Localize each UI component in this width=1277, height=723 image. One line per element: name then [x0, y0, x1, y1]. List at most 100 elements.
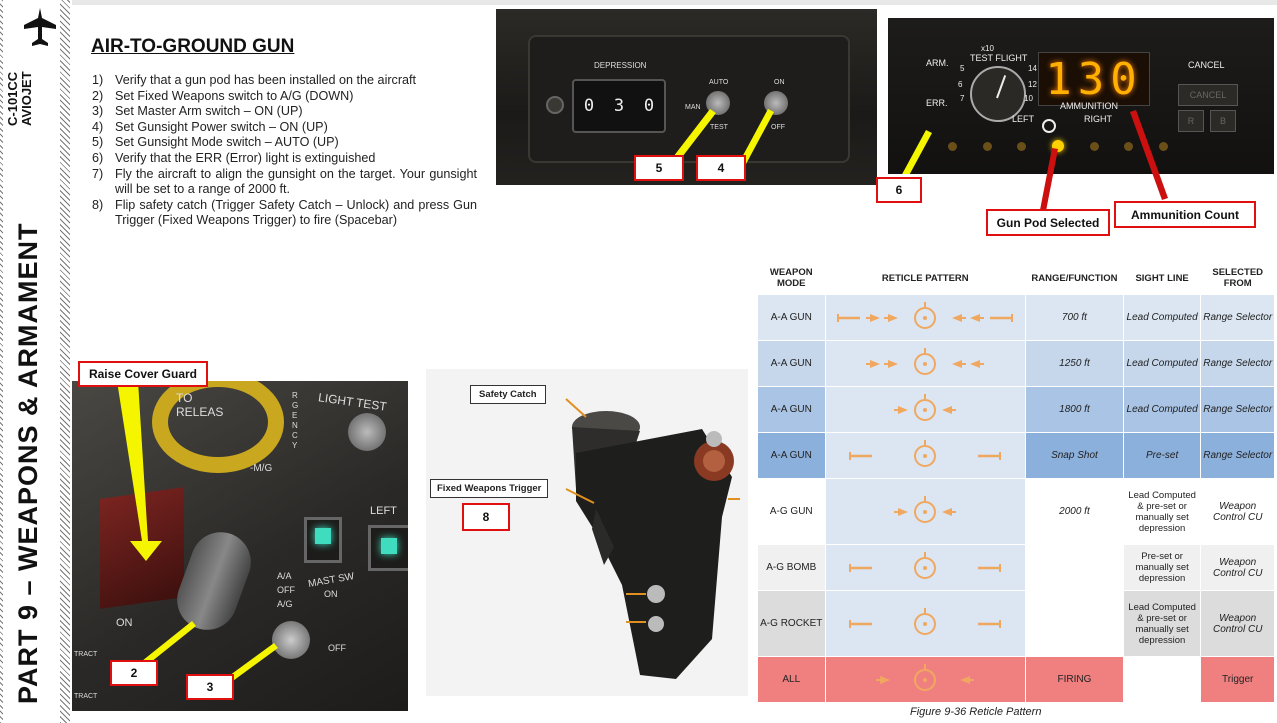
- depression-label: DEPRESSION: [594, 61, 647, 70]
- reticle-cell: [824, 340, 1027, 387]
- right-label: RIGHT: [1084, 114, 1112, 124]
- reticle-pattern-icon: [849, 552, 1002, 579]
- reticle-cell: [824, 656, 1027, 703]
- step-item: 7) Fly the aircraft to align the gunsight…: [92, 167, 477, 198]
- step-item: 4) Set Gunsight Power switch – ON (UP): [92, 120, 477, 136]
- reticle-cell: [824, 590, 1027, 657]
- selected-from-cell: Range Selector: [1200, 294, 1275, 341]
- reticle-pattern-icon: [849, 440, 1002, 467]
- top-strip: [72, 0, 1277, 5]
- table-header-row: WEAPON MODE RETICLE PATTERN RANGE/FUNCTI…: [757, 261, 1275, 295]
- dial-number: 6: [958, 80, 963, 89]
- station-led: [1089, 141, 1099, 151]
- reticle-pattern-icon: [837, 302, 1014, 329]
- step-text: Verify that the ERR (Error) light is ext…: [115, 150, 376, 165]
- page-title: AIR-TO-GROUND GUN: [91, 36, 295, 57]
- selected-from-cell: Range Selector: [1200, 432, 1275, 479]
- sight-line-cell: Pre-set: [1122, 432, 1202, 479]
- control-stick-drawing: [565, 398, 740, 679]
- step-text: Set Gunsight Power switch – ON (UP): [115, 119, 328, 134]
- weapon-mode-cell: A-G GUN: [757, 478, 826, 545]
- dial-number: 10: [1024, 94, 1033, 103]
- callout-2: 2: [110, 660, 158, 686]
- step-number: 2): [92, 88, 104, 103]
- step-text: Flip safety catch (Trigger Safety Catch …: [115, 197, 477, 228]
- r-button[interactable]: R: [1178, 110, 1204, 132]
- sight-line-cell: Lead Computed: [1122, 386, 1202, 433]
- reticle-pattern-icon: [866, 348, 985, 375]
- reticle-cell: [824, 478, 1027, 545]
- callout-5: 5: [634, 155, 684, 181]
- dial-number: 5: [960, 64, 965, 73]
- selected-from-cell: Weapon Control CU: [1200, 478, 1275, 545]
- header-weapon-mode: WEAPON MODE: [757, 261, 826, 295]
- weapon-mode-cell: A-A GUN: [757, 386, 826, 433]
- step-text: Verify that a gun pod has been installed…: [115, 73, 417, 87]
- selected-from-cell: Range Selector: [1200, 386, 1275, 433]
- b-button[interactable]: B: [1210, 110, 1236, 132]
- master-arm-switch[interactable]: [272, 621, 310, 659]
- section-title: PART 9 – WEAPONS & ARMAMENT: [13, 222, 43, 704]
- reticle-pattern-icon: [894, 496, 957, 523]
- cancel-button[interactable]: CANCEL: [1178, 84, 1238, 106]
- reticle-pattern-icon: [849, 608, 1002, 635]
- range-function-cell: 1250 ft: [1025, 340, 1124, 387]
- sight-line-cell: Lead Computed: [1122, 340, 1202, 387]
- panel-text: ON: [116, 617, 133, 629]
- panel-text: ON: [324, 589, 338, 599]
- aircraft-icon: [24, 8, 56, 46]
- weapon-mode-cell: A-G ROCKET: [757, 590, 826, 657]
- center-circle-icon: [1042, 119, 1056, 133]
- header-range-function: RANGE/FUNCTION: [1025, 261, 1124, 295]
- panel-text: OFF: [277, 585, 295, 595]
- gunsight-panel-photo: DEPRESSION 0 3 0 MAN AUTO TEST ON OFF 5 …: [496, 9, 877, 185]
- arm-label: ARM.: [926, 58, 949, 68]
- sight-line-cell: Lead Computed & pre-set or manually set …: [1122, 590, 1202, 657]
- sight-line-cell: Lead Computed: [1122, 294, 1202, 341]
- safety-catch-label: Safety Catch: [470, 385, 546, 404]
- step-number: 6): [92, 150, 104, 165]
- panel-text: A/A: [277, 571, 292, 581]
- sight-line-cell: [1122, 656, 1202, 703]
- step-text: Fly the aircraft to align the gunsight o…: [115, 166, 477, 197]
- depression-digit: 3: [613, 96, 625, 116]
- weapon-mode-cell: A-A GUN: [757, 294, 826, 341]
- ammo-dial[interactable]: [970, 66, 1026, 122]
- header-reticle-pattern: RETICLE PATTERN: [824, 261, 1027, 295]
- depression-knob[interactable]: [546, 96, 564, 114]
- station-led: [1017, 141, 1027, 151]
- callout-6: 6: [876, 177, 922, 203]
- header-selected-from: SELECTED FROM: [1200, 261, 1275, 295]
- callout-8: 8: [462, 503, 510, 531]
- callout-arrows: [902, 130, 932, 174]
- reticle-pattern-icon: [876, 664, 975, 691]
- station-led: [948, 141, 957, 151]
- fixed-weapons-trigger-label: Fixed Weapons Trigger: [430, 479, 549, 498]
- steps-list: 1) Verify that a gun pod has been install…: [92, 73, 477, 229]
- step-number: 4): [92, 119, 104, 134]
- raise-cover-guard-callout: Raise Cover Guard: [78, 361, 208, 387]
- step-number: 1): [92, 73, 104, 87]
- man-label: MAN: [685, 104, 701, 111]
- panel-text: R G E N C Y: [292, 391, 299, 450]
- station-led: [982, 141, 992, 151]
- reticle-table: WEAPON MODE RETICLE PATTERN RANGE/FUNCTI…: [757, 261, 1275, 703]
- ammunition-label: AMMUNITION: [1060, 101, 1118, 111]
- step-text: Set Master Arm switch – ON (UP): [115, 104, 303, 119]
- light-test-knob[interactable]: [348, 413, 386, 451]
- step-item: 2)Set Fixed Weapons switch to A/G (DOWN): [92, 89, 477, 105]
- weapon-mode-cell: A-G BOMB: [757, 544, 826, 591]
- step-number: 7): [92, 166, 104, 181]
- ammo-counter-display: 130: [1038, 52, 1150, 106]
- reticle-cell: [824, 544, 1027, 591]
- reticle-cell: [824, 294, 1027, 341]
- weapon-mode-cell: ALL: [757, 656, 826, 703]
- indicator-light: [368, 525, 408, 571]
- step-number: 8): [92, 197, 104, 212]
